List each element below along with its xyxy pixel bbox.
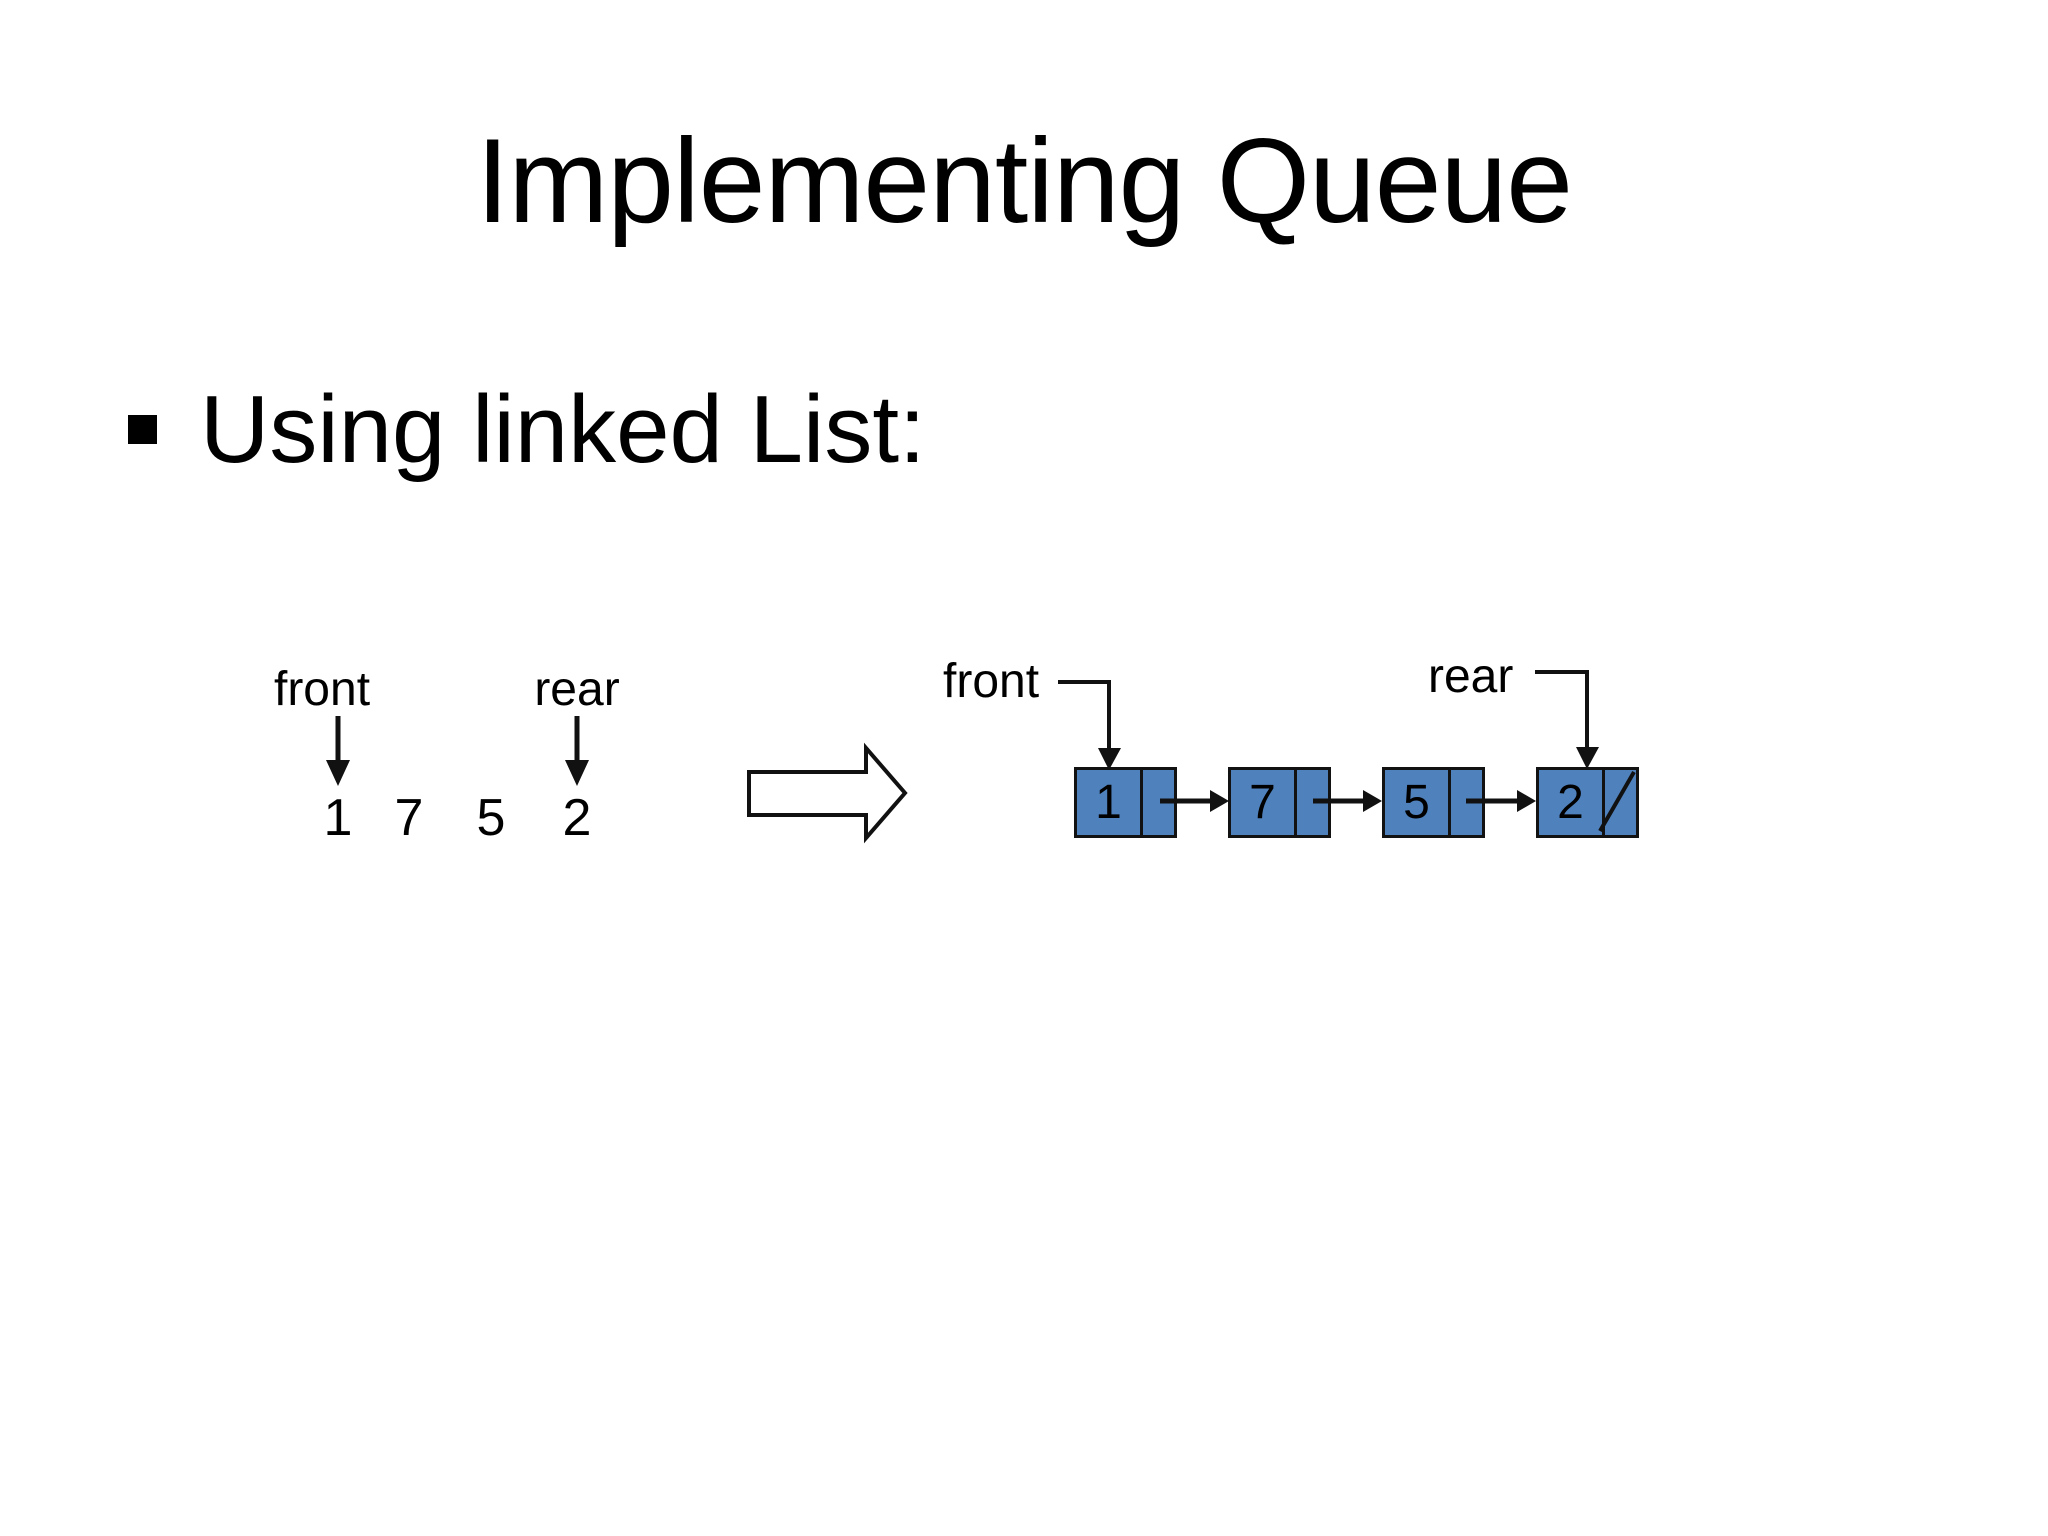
node-pointer-cell [1143,770,1174,835]
array-value-5: 5 [476,789,506,847]
list-front-pointer-arrow [1058,680,1121,770]
array-value-7: 7 [394,789,424,847]
list-node-2: 2 [1536,767,1639,838]
list-rear-pointer-arrow [1535,670,1599,769]
bullet-square-icon [128,415,157,444]
bullet-text: Using linked List: [200,376,926,483]
page-title: Implementing Queue [476,114,1573,248]
array-value-2: 2 [562,789,592,847]
block-arrow-icon [747,742,908,844]
array-rear-label: rear [534,663,620,716]
node-pointer-cell [1451,770,1482,835]
list-front-label: front [943,655,1040,708]
array-value-1: 1 [323,789,353,847]
node-value: 1 [1077,770,1143,835]
node-value: 7 [1231,770,1297,835]
node-value: 5 [1385,770,1451,835]
list-node-1: 1 [1074,767,1177,838]
array-front-arrow-icon [326,716,350,786]
list-node-5: 5 [1382,767,1485,838]
array-front-label: front [273,663,371,716]
array-rear-arrow-icon [565,716,589,786]
node-pointer-cell-null [1605,770,1636,835]
node-pointer-cell [1297,770,1328,835]
list-rear-label: rear [1428,650,1514,703]
list-node-7: 7 [1228,767,1331,838]
node-value: 2 [1539,770,1605,835]
